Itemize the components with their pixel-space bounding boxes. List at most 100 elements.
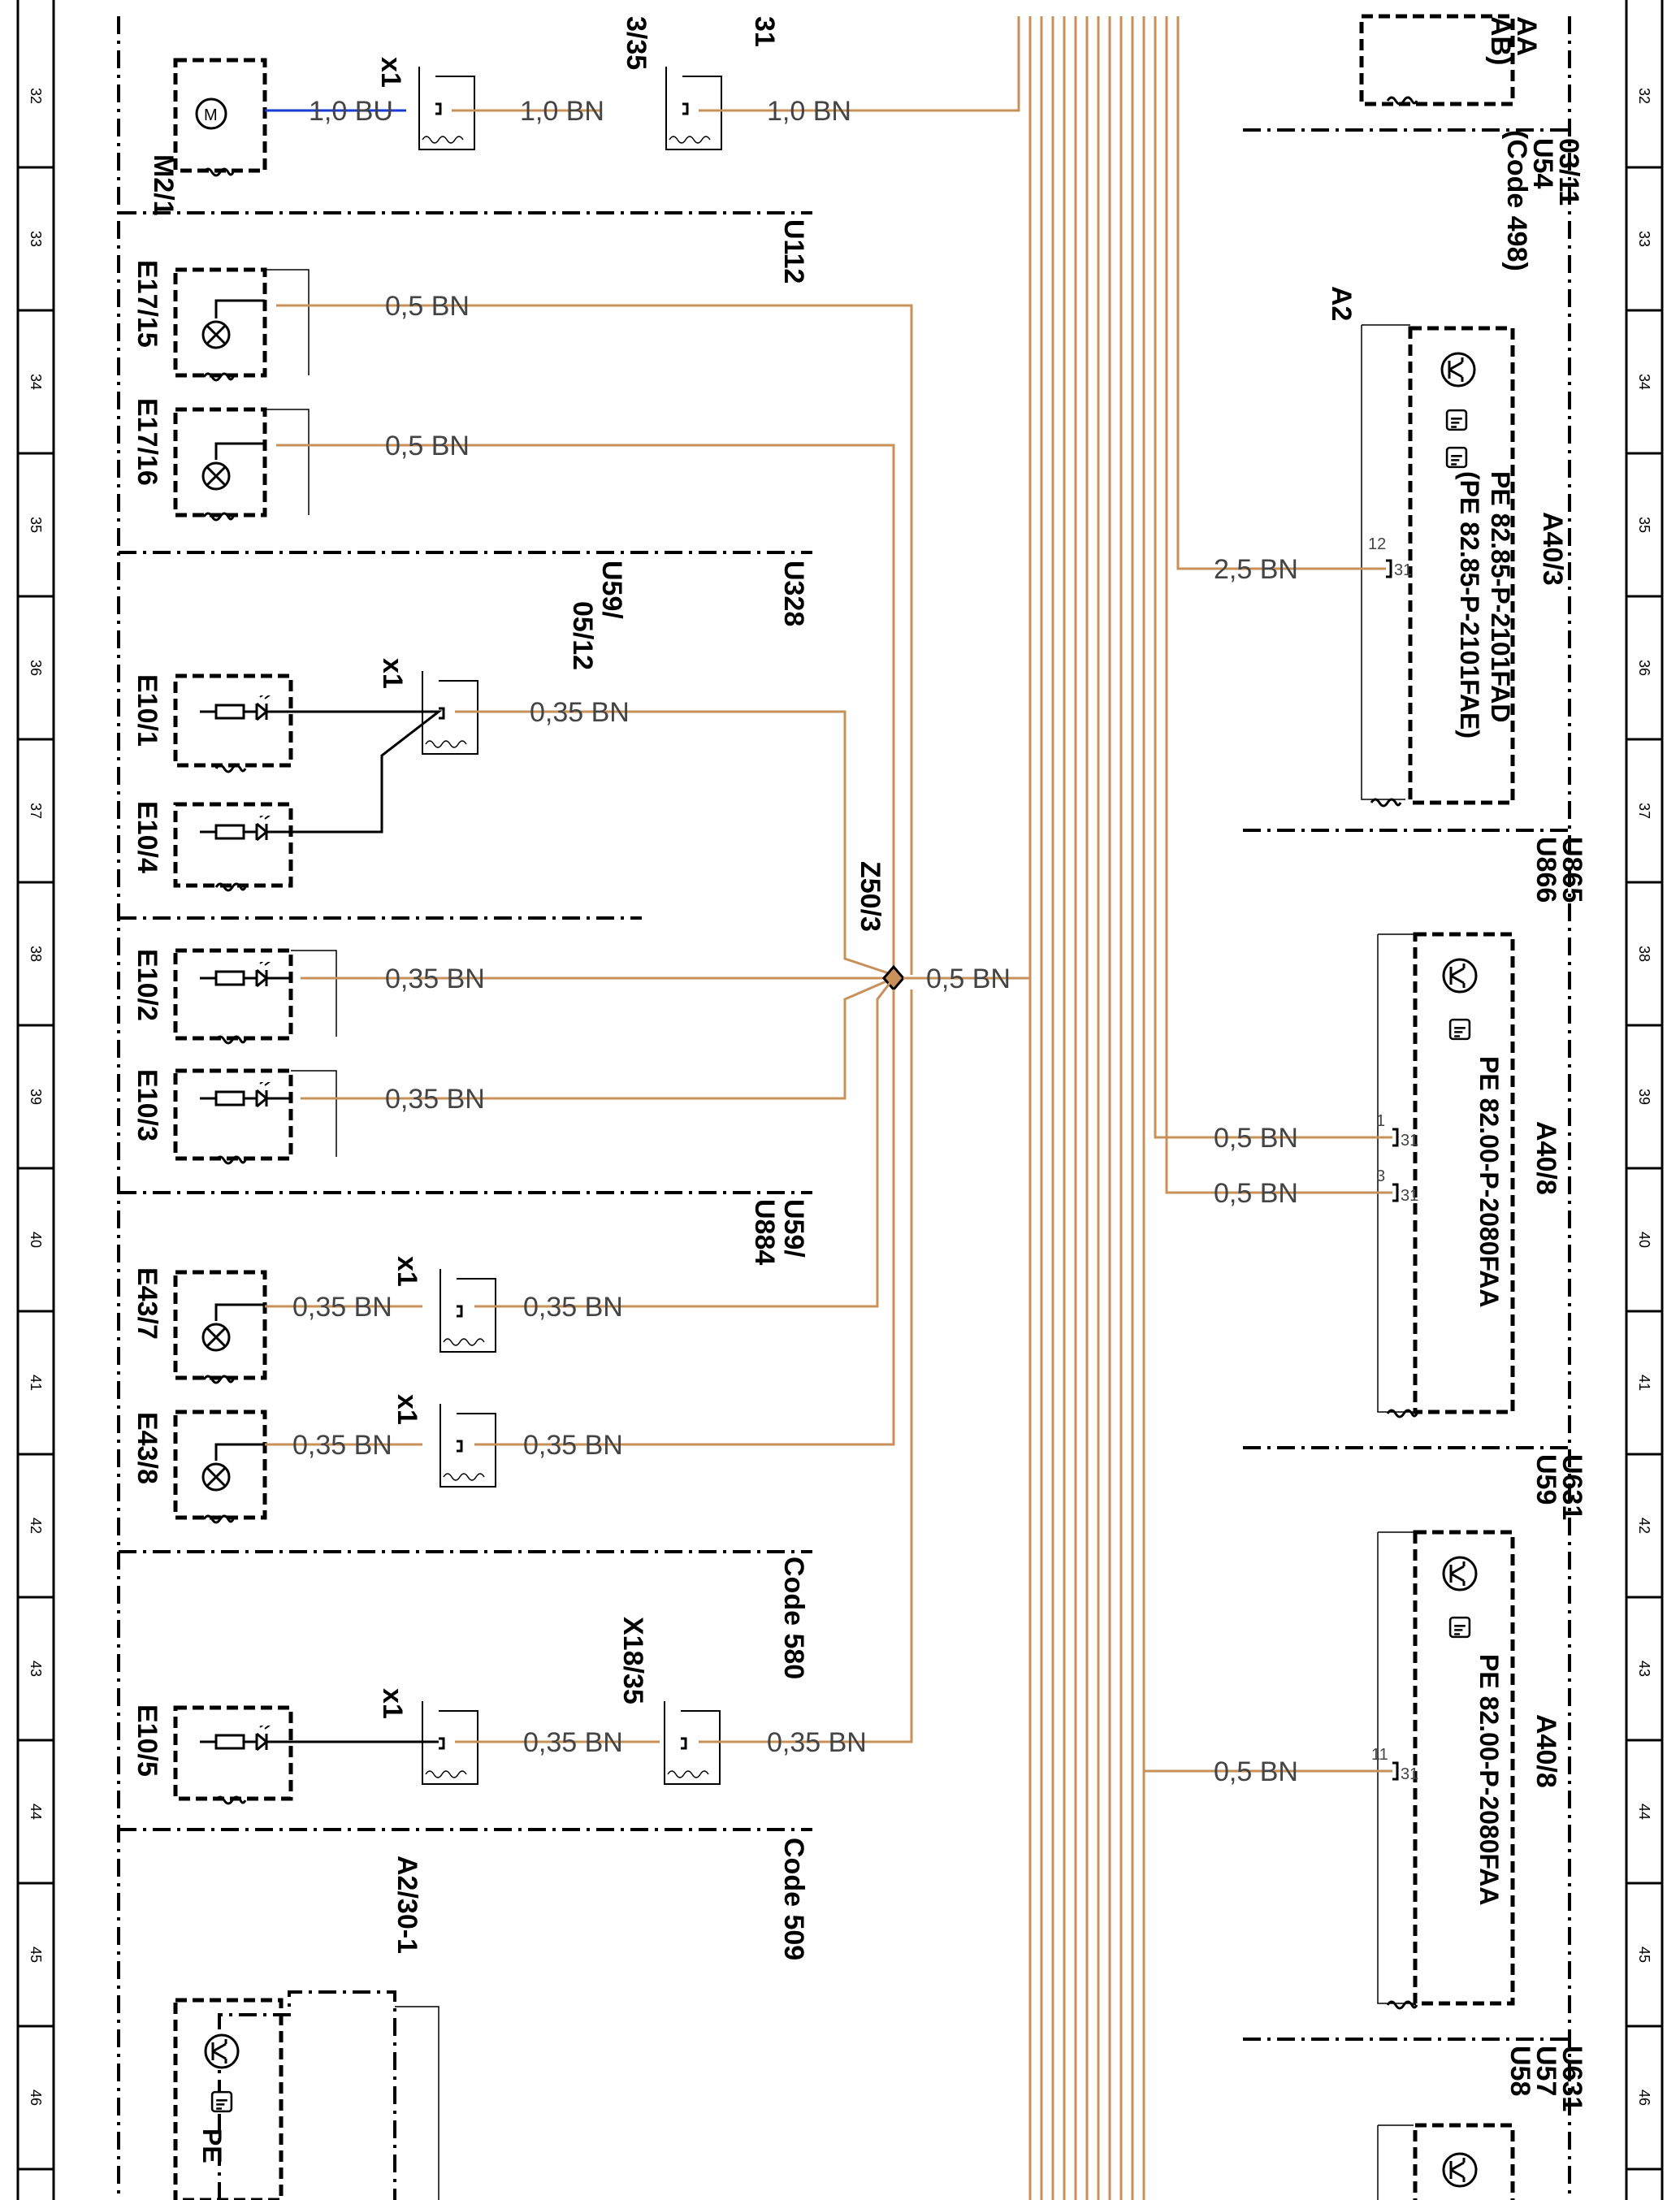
e43-8-component: E43/8 — [132, 1410, 267, 1522]
x1-label-e10: x1 — [377, 658, 408, 689]
x1-label-e10-5: x1 — [377, 1688, 408, 1719]
manual-reference-icon — [1448, 1018, 1471, 1041]
e10-5-component: E10/5 — [132, 1704, 293, 1804]
section-code-509: Code 509 — [778, 1838, 809, 1960]
right-ruler-number: 32 — [1636, 88, 1652, 104]
m2-1-component: M M2/1 — [148, 58, 267, 216]
right-ruler-number: 39 — [1636, 1089, 1652, 1105]
section-u112: U112 — [778, 219, 809, 284]
e10-3-component: E10/3 — [132, 1068, 337, 1163]
left-ruler-number: 40 — [28, 1232, 44, 1248]
led-icon — [200, 962, 289, 988]
a2-30-1-label: A2/30-1 — [392, 1856, 422, 1954]
e17-15-component: E17/15 — [132, 260, 310, 380]
pin-3: 3 — [1376, 1167, 1385, 1185]
right-ruler-number: 42 — [1636, 1518, 1652, 1534]
pin-31-b: 31 — [1401, 1132, 1418, 1150]
right-ruler-number: 37 — [1636, 803, 1652, 819]
led-icon — [200, 1082, 289, 1108]
left-ruler-number: 43 — [28, 1661, 44, 1677]
wire-label-e10-5-a: 0,35 BN — [523, 1727, 623, 1758]
e17-16-component: E17/16 — [132, 398, 310, 520]
wire-label-e43-7-a: 0,35 BN — [292, 1292, 392, 1323]
section-aa: AA — [1511, 16, 1542, 56]
e10-1-label: E10/1 — [132, 674, 162, 747]
control-unit-icon — [1442, 1556, 1478, 1592]
wire-label-e10-2: 0,35 BN — [385, 964, 485, 994]
wire-label-e17-15: 0,5 BN — [385, 291, 470, 322]
connector-x1 — [418, 65, 476, 151]
right-ruler-number: 40 — [1636, 1232, 1652, 1248]
x1-label-top: x1 — [375, 57, 406, 88]
pin-31-d: 31 — [1401, 1765, 1418, 1783]
partial-3-35-label: 3/35 — [621, 16, 652, 70]
wire-label-e43-7-b: 0,35 BN — [523, 1292, 623, 1323]
left-ruler-number: 35 — [28, 517, 44, 533]
wire-label-1-0-bu: 1,0 BU — [309, 96, 393, 127]
control-unit-icon — [1442, 2152, 1478, 2188]
section-u57: U57 — [1531, 2046, 1561, 2096]
section-u631: U631 — [1557, 1454, 1587, 1520]
e43-8-label: E43/8 — [132, 1412, 162, 1484]
left-ruler-number: 36 — [28, 660, 44, 676]
control-unit-icon — [1440, 352, 1476, 388]
a2-30-1-ref: PE — [197, 2129, 227, 2163]
pin-31-a: 31 — [1394, 561, 1412, 579]
right-ruler — [1625, 0, 1664, 2200]
a40-8-upper-ref: PE 82.00-P-2080FAA — [1474, 1056, 1504, 1308]
left-ruler-number: 33 — [28, 231, 44, 247]
m2-1-label: M2/1 — [148, 154, 179, 216]
motor-icon — [195, 97, 227, 130]
a40-3-component: PE 82.85-P-2101FAD (PE 82.85-P-2101FAE) … — [1326, 286, 1568, 806]
wire-label-a40-3: 2,5 BN — [1214, 554, 1298, 585]
section-u631-b: U631 — [1557, 2046, 1587, 2111]
right-ruler-number: 44 — [1636, 1804, 1652, 1820]
control-unit-icon — [204, 2033, 240, 2069]
e17-16-label: E17/16 — [132, 398, 162, 486]
partial-31-label: 31 — [749, 16, 780, 47]
led-icon — [200, 695, 289, 721]
wire-label-1-0-bn-a: 1,0 BN — [520, 96, 604, 127]
wire-label-e43-8-b: 0,35 BN — [523, 1430, 623, 1461]
e43-7-label: E43/7 — [132, 1267, 162, 1340]
manual-reference-icon — [210, 2090, 233, 2113]
wire-label-e10-1: 0,35 BN — [530, 697, 630, 728]
section-u59-right: U59 — [1531, 1454, 1561, 1505]
a2-label: A2 — [1326, 286, 1357, 321]
section-u865: U865 — [1557, 837, 1587, 903]
pin-31-c: 31 — [1401, 1187, 1418, 1205]
a40-3-label: A40/3 — [1537, 512, 1568, 586]
a40-8-upper-label: A40/8 — [1531, 1121, 1561, 1195]
left-ruler-number: 41 — [28, 1375, 44, 1391]
right-ruler-number: 38 — [1636, 946, 1652, 962]
right-ruler-number: 43 — [1636, 1661, 1652, 1677]
right-ruler-number: 41 — [1636, 1375, 1652, 1391]
left-ruler-number: 46 — [28, 2090, 44, 2106]
e10-1-component: E10/1 — [132, 673, 293, 772]
e43-7-component: E43/7 — [132, 1267, 267, 1383]
section-u59-label: U59/ — [596, 561, 627, 619]
left-ruler-number: 45 — [28, 1947, 44, 1963]
wire-label-e17-16: 0,5 BN — [385, 431, 470, 461]
wire-label-e10-3: 0,35 BN — [385, 1084, 485, 1115]
e10-2-component: E10/2 — [132, 948, 337, 1043]
pin-1: 1 — [1376, 1112, 1385, 1130]
right-ruler-number: 33 — [1636, 231, 1652, 247]
a2-30-1-component: PE A2/30-1 — [173, 1856, 439, 2200]
section-u59-u884-a: U59/ — [778, 1199, 809, 1258]
lamp-icon — [201, 1323, 231, 1352]
wire-label-1-0-bn-b: 1,0 BN — [767, 96, 851, 127]
pin-12: 12 — [1368, 535, 1386, 553]
x18-35-label: X18/35 — [617, 1617, 648, 1704]
wire-bundle — [850, 16, 1209, 2200]
lamp-icon — [201, 1462, 231, 1492]
lamp-icon — [201, 320, 231, 349]
wire-label-z50-3: 0,5 BN — [926, 964, 1011, 994]
section-borders — [117, 16, 1571, 2200]
left-ruler-number: 39 — [28, 1089, 44, 1105]
a40-8-lower-component: PE 82.00-P-2080FAA A40/8 — [1377, 1530, 1561, 2008]
led-icon — [200, 816, 289, 842]
e10-2-label: E10/2 — [132, 949, 162, 1021]
left-ruler-number: 37 — [28, 803, 44, 819]
